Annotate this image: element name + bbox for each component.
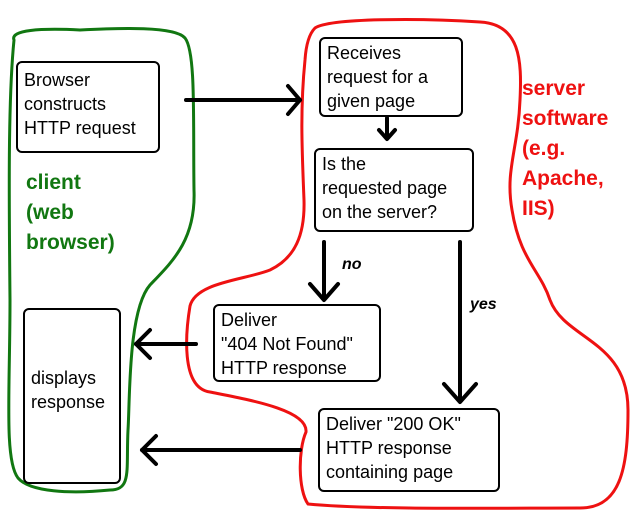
yes-edge-label: yes: [470, 296, 497, 313]
arrow-404-to-display: [134, 328, 198, 360]
client-label: client (web browser): [26, 171, 115, 254]
not-found-response-box: Deliver "404 Not Found" HTTP response: [213, 304, 381, 382]
construct-request-box: Browser constructs HTTP request: [16, 61, 160, 153]
arrow-receive-to-decision: [377, 116, 397, 141]
client-region-outline: [7, 26, 196, 494]
arrow-decision-to-200: [442, 240, 478, 404]
arrow-request-to-server: [184, 84, 302, 116]
arrow-decision-to-404: [308, 240, 340, 302]
server-region-outline: [185, 18, 630, 510]
display-response-box: displays response: [23, 308, 121, 484]
page-exists-decision-box: Is the requested page on the server?: [314, 148, 474, 232]
receive-request-box: Receives request for a given page: [319, 37, 463, 117]
arrow-200-to-display: [140, 434, 302, 466]
server-label: server software (e.g. Apache, IIS): [522, 77, 609, 220]
ok-response-box: Deliver "200 OK" HTTP response containin…: [318, 408, 500, 492]
no-edge-label: no: [342, 256, 362, 273]
